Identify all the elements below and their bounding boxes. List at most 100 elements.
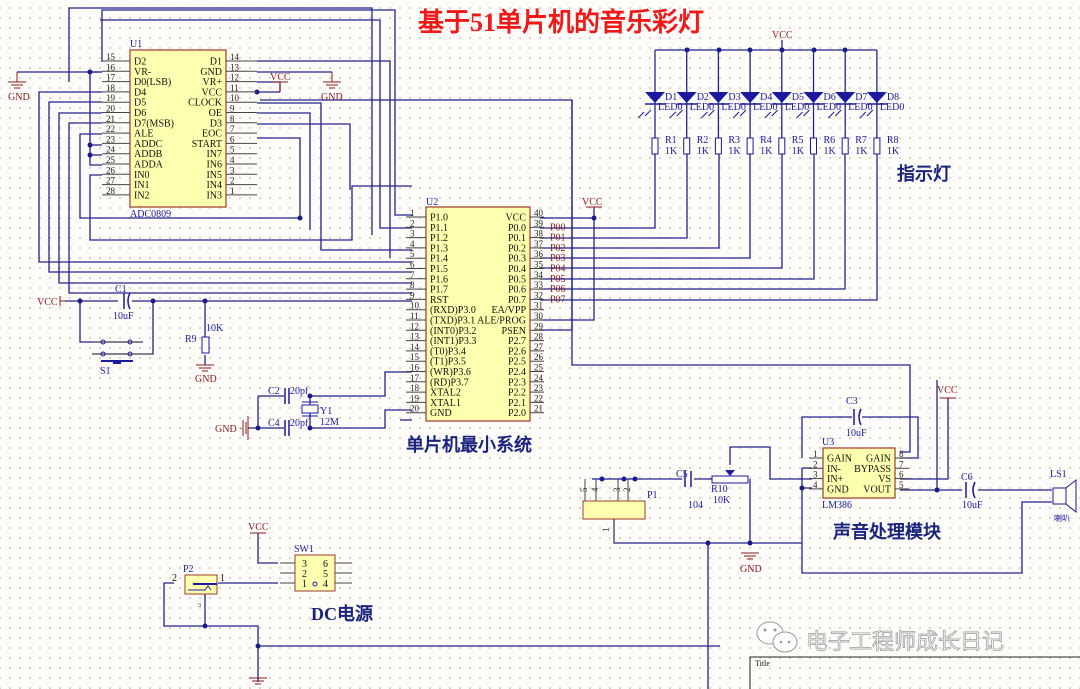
pin[interactable]: 14(T0)P3.4 <box>406 342 466 358</box>
crystal-y1[interactable]: Y1 12M <box>301 401 339 428</box>
pin[interactable]: 8D3 <box>210 114 257 130</box>
potentiometer-r10[interactable]: R10 10K <box>711 470 749 506</box>
pin[interactable]: 10(RXD)P3.0 <box>406 301 476 317</box>
dc-jack-p2[interactable]: 2 1 3 P2 <box>172 564 225 609</box>
pin[interactable]: 6VS <box>878 470 909 486</box>
connector-p1[interactable]: 5 4 3 2 1 P1 <box>579 478 658 543</box>
pin[interactable]: 16(WR)P3.6 <box>406 363 471 379</box>
capacitor-c4[interactable]: C4 20pf <box>268 418 309 436</box>
pin[interactable]: 17(RD)P3.7 <box>406 373 469 389</box>
capacitor-c5[interactable]: C5 104 <box>676 469 703 511</box>
switch-s1[interactable]: S1 <box>92 339 153 377</box>
pin[interactable]: 13(INT1)P3.3 <box>406 332 476 348</box>
speaker-ls1[interactable]: LS1 喇叭 <box>1050 469 1077 523</box>
pin[interactable]: 9OE <box>209 104 257 120</box>
pin[interactable]: 15(T1)P3.5 <box>406 352 466 368</box>
switch-sw1[interactable]: 3 2 1 6 5 4 SW1 <box>280 544 352 592</box>
pin[interactable]: 12(INT0)P3.2 <box>406 321 476 337</box>
capacitor-c3[interactable]: C3 10uF <box>846 396 867 439</box>
capacitor-c1[interactable]: C1 10uF <box>113 284 134 322</box>
